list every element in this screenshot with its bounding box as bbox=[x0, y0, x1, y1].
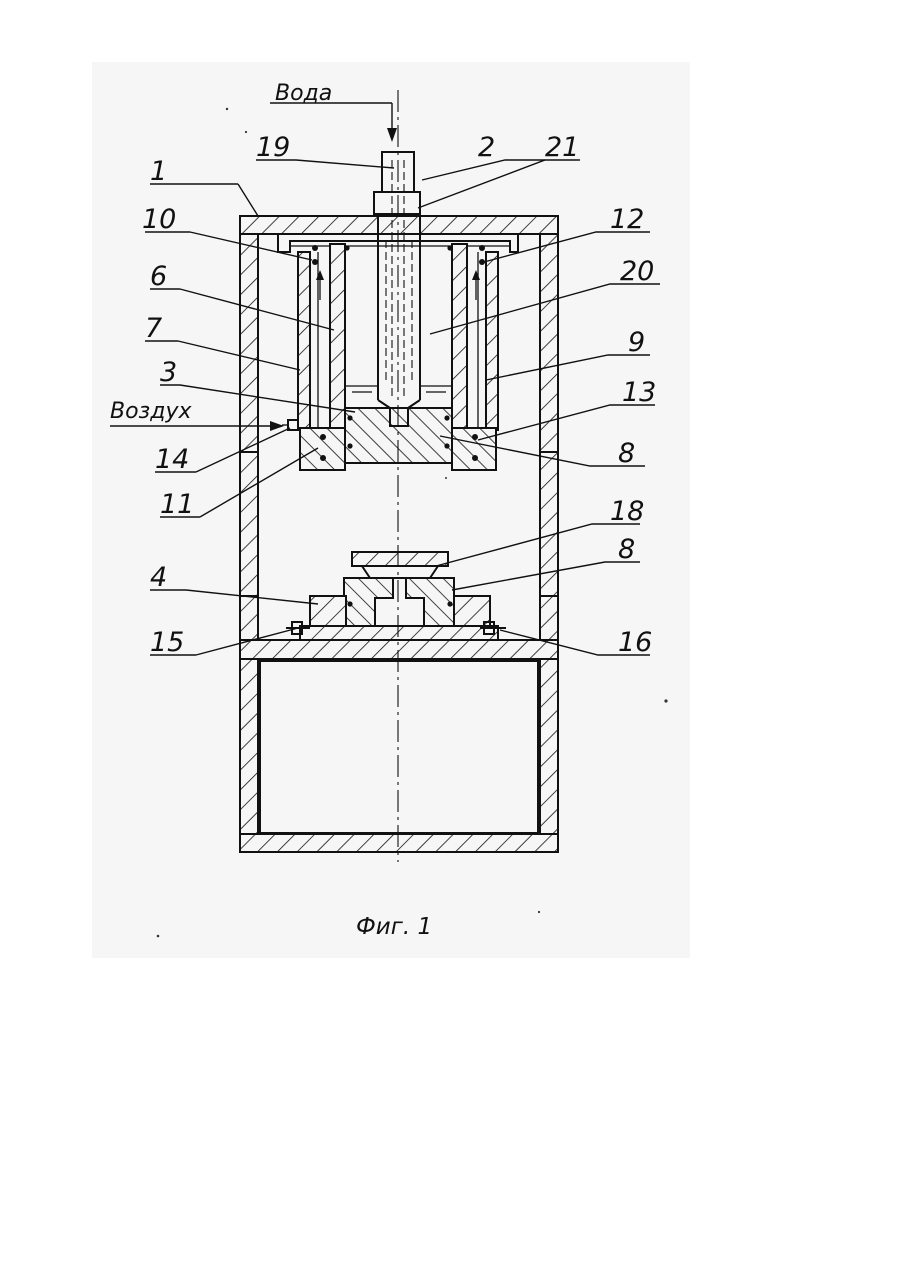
label-part-21: 21 bbox=[545, 132, 579, 163]
central-rod bbox=[374, 152, 420, 426]
label-part-8-lower: 8 bbox=[618, 534, 635, 565]
label-part-4: 4 bbox=[150, 562, 167, 593]
label-part-14: 14 bbox=[155, 444, 189, 475]
label-part-20: 20 bbox=[620, 256, 654, 287]
figure-caption: Фиг. 1 bbox=[356, 914, 432, 940]
label-part-16: 16 bbox=[618, 627, 652, 658]
label-part-6: 6 bbox=[150, 261, 167, 292]
label-part-3: 3 bbox=[160, 357, 177, 388]
label-part-2: 2 bbox=[478, 132, 495, 163]
label-part-12: 12 bbox=[610, 204, 644, 235]
label-part-11: 11 bbox=[160, 489, 194, 520]
label-part-7: 7 bbox=[145, 313, 162, 344]
label-part-9: 9 bbox=[628, 327, 645, 358]
part-labels: Вода Воздух 19 1 10 6 7 3 14 11 4 15 2 2… bbox=[110, 81, 656, 940]
label-part-15: 15 bbox=[150, 627, 184, 658]
label-part-10: 10 bbox=[142, 204, 176, 235]
label-part-18: 18 bbox=[610, 496, 644, 527]
label-part-19: 19 bbox=[256, 132, 290, 163]
label-water: Вода bbox=[275, 81, 332, 106]
label-part-8-upper: 8 bbox=[618, 438, 635, 469]
label-part-13: 13 bbox=[622, 377, 656, 408]
lower-die-assembly bbox=[286, 552, 506, 640]
label-air: Воздух bbox=[110, 399, 192, 424]
label-part-1: 1 bbox=[150, 156, 167, 187]
